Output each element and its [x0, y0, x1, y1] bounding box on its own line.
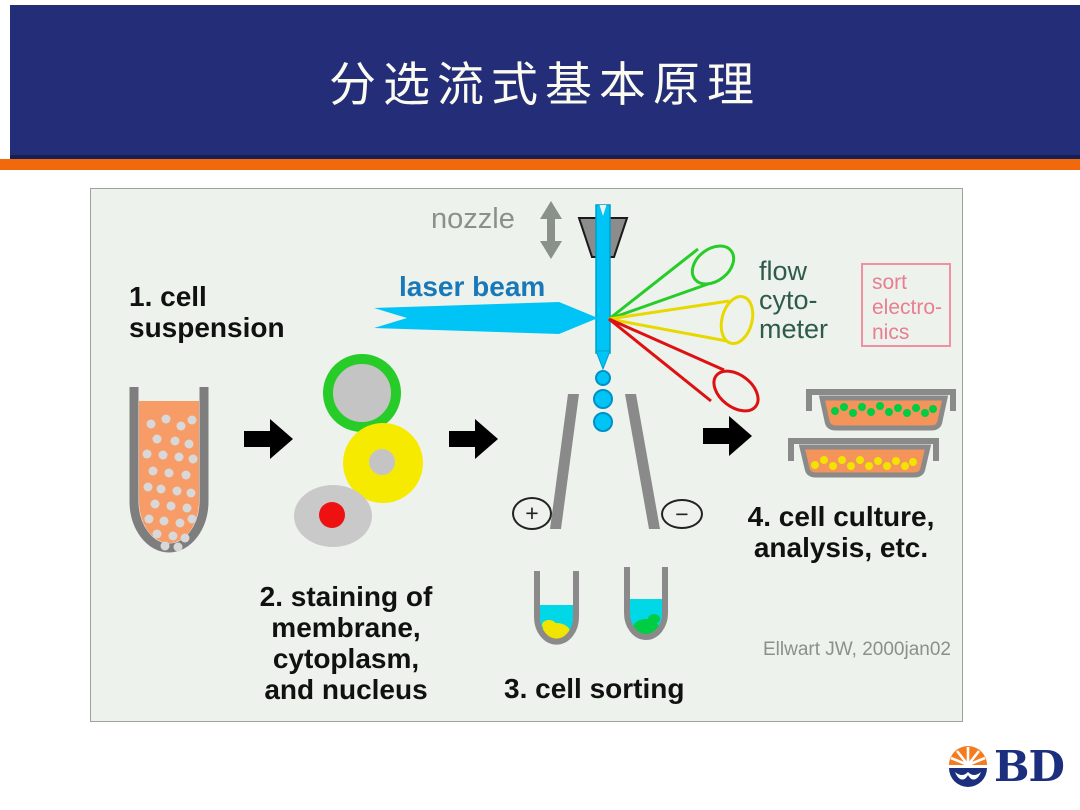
- deflection-plates: [550, 394, 660, 529]
- process-arrow-1: [244, 419, 293, 459]
- laser-beam-arrow: [374, 302, 598, 334]
- culture-dish-1: [806, 389, 956, 431]
- sort-electronics-box: sort electro- nics: [861, 263, 951, 347]
- plus-electrode: +: [512, 497, 552, 530]
- laser-beam-label: laser beam: [399, 271, 546, 302]
- sorted-tube-right: [624, 567, 668, 640]
- culture-dish-2: [788, 438, 939, 478]
- page-title: 分选流式基本原理: [329, 57, 761, 113]
- bd-logo-text: BD: [994, 742, 1065, 791]
- citation-text: Ellwart JW, 2000jan02: [763, 639, 951, 660]
- scatter-cone-red: [608, 317, 760, 413]
- step3-label: 3. cell sorting: [504, 673, 685, 704]
- accent-divider: [0, 159, 1080, 170]
- header-band: 分选流式基本原理: [10, 5, 1080, 159]
- bd-logo: BD: [946, 742, 1065, 791]
- flow-cytometer-label: flow cyto- meter: [759, 256, 829, 344]
- stained-cells: [294, 354, 423, 547]
- flow-cytometry-diagram: nozzle laser beam flow cyto- meter sort …: [90, 188, 963, 722]
- fluid-stream: [593, 204, 613, 432]
- sorted-tube-left: [534, 571, 579, 645]
- cell-suspension-tube: [129, 387, 209, 553]
- scatter-cone-green: [608, 244, 736, 321]
- minus-electrode: −: [661, 499, 703, 529]
- nozzle-label: nozzle: [431, 203, 515, 235]
- process-arrow-3: [703, 416, 752, 456]
- membrane-stained-cell: [323, 354, 401, 432]
- bd-emblem-icon: [949, 746, 987, 787]
- step2-label: 2. staining of membrane, cytoplasm, and …: [259, 581, 433, 705]
- nozzle-updown-arrow-icon: [540, 201, 562, 259]
- diagram-graphics: [129, 201, 956, 645]
- step4-label: 4. cell culture, analysis, etc.: [747, 501, 935, 563]
- process-arrow-2: [449, 419, 498, 459]
- scatter-cone-yellow: [608, 294, 755, 346]
- step1-label: 1. cell suspension: [129, 281, 285, 343]
- suspension-cells-dots: [142, 414, 198, 552]
